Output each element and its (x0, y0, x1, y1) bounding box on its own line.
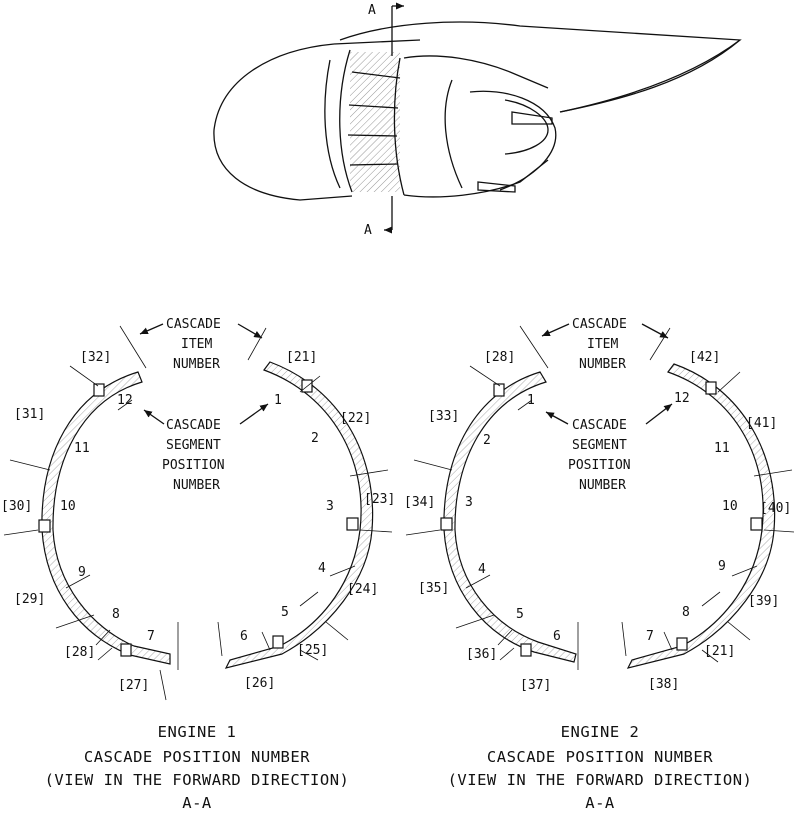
e1-item-21: [21] (286, 350, 317, 365)
e1-item-25: [25] (297, 643, 328, 658)
e1-caption-engine: ENGINE 1 (158, 723, 237, 741)
engine1-item-numbers: [21] [22] [23] [24] [25] [26] [27] [28] … (1, 350, 395, 693)
e2-cascade-item-label-2: ITEM (587, 337, 618, 352)
e1-pos-12: 12 (117, 393, 133, 408)
e1-caption-view: (VIEW IN THE FORWARD DIRECTION) (45, 771, 350, 789)
e2-caption-section: A-A (585, 794, 615, 812)
e2-pos-2: 2 (483, 433, 491, 448)
e1-pos-4: 4 (318, 561, 326, 576)
e1-cascade-segment-label-3: POSITION (162, 458, 225, 473)
engine1-caption: ENGINE 1 CASCADE POSITION NUMBER (VIEW I… (45, 723, 350, 812)
e1-pos-11: 11 (74, 441, 90, 456)
e2-pos-8: 8 (682, 605, 690, 620)
e2-item-36: [36] (466, 647, 497, 662)
e2-item-33: [33] (428, 409, 459, 424)
e2-pos-5: 5 (516, 607, 524, 622)
e1-pos-1: 1 (274, 393, 282, 408)
e1-item-27: [27] (118, 678, 149, 693)
e2-caption-engine: ENGINE 2 (561, 723, 640, 741)
e1-pos-3: 3 (326, 499, 334, 514)
e2-item-39: [39] (748, 594, 779, 609)
e1-pos-10: 10 (60, 499, 76, 514)
e1-cascade-item-label-1: CASCADE (166, 317, 221, 332)
e2-caption-view: (VIEW IN THE FORWARD DIRECTION) (448, 771, 753, 789)
e2-caption-title: CASCADE POSITION NUMBER (487, 748, 713, 766)
section-marker-top: A (368, 3, 376, 18)
engine1-position-numbers: 1 2 3 4 5 6 7 8 9 10 11 12 (60, 393, 334, 644)
engine2-caption: ENGINE 2 CASCADE POSITION NUMBER (VIEW I… (448, 723, 753, 812)
e1-cascade-item-label-2: ITEM (181, 337, 212, 352)
engine2-position-numbers: 1 2 3 4 5 6 7 8 9 10 11 12 (465, 391, 738, 644)
e1-item-22: [22] (340, 411, 371, 426)
engine2-callouts: CASCADE ITEM NUMBER CASCADE SEGMENT POSI… (541, 317, 673, 493)
e1-pos-6: 6 (240, 629, 248, 644)
e2-cascade-segment-label-1: CASCADE (572, 418, 627, 433)
e2-pos-7: 7 (646, 629, 654, 644)
e1-cascade-segment-label-1: CASCADE (166, 418, 221, 433)
e1-pos-5: 5 (281, 605, 289, 620)
e1-item-24: [24] (347, 582, 378, 597)
e2-item-35: [35] (418, 581, 449, 596)
e2-cascade-segment-label-2: SEGMENT (572, 438, 627, 453)
e2-pos-6: 6 (553, 629, 561, 644)
e2-item-42: [42] (689, 350, 720, 365)
e1-item-26: [26] (244, 676, 275, 691)
e2-pos-10: 10 (722, 499, 738, 514)
e1-pos-8: 8 (112, 607, 120, 622)
e1-item-28: [28] (64, 645, 95, 660)
e2-pos-12: 12 (674, 391, 690, 406)
e1-pos-2: 2 (311, 431, 319, 446)
engine1-callouts: CASCADE ITEM NUMBER CASCADE SEGMENT POSI… (139, 317, 269, 493)
e2-pos-1: 1 (527, 393, 535, 408)
section-marker-bottom: A (364, 223, 372, 238)
e2-item-38: [38] (648, 677, 679, 692)
e1-cascade-segment-label-4: NUMBER (173, 478, 220, 493)
e2-item-41: [41] (746, 416, 777, 431)
e1-cascade-segment-label-2: SEGMENT (166, 438, 221, 453)
e2-item-37: [37] (520, 678, 551, 693)
e1-item-23: [23] (364, 492, 395, 507)
e1-item-29: [29] (14, 592, 45, 607)
e2-item-34: [34] (404, 495, 435, 510)
e2-item-28: [28] (484, 350, 515, 365)
e2-pos-11: 11 (714, 441, 730, 456)
e1-pos-7: 7 (147, 629, 155, 644)
engine-nacelle-illustration: A A (213, 2, 742, 238)
e2-cascade-item-label-3: NUMBER (579, 357, 626, 372)
engine1-ring (3, 325, 393, 701)
e1-item-32: [32] (80, 350, 111, 365)
engine2-item-numbers: [28] [33] [34] [35] [36] [37] [38] [21] … (404, 350, 791, 693)
e1-pos-9: 9 (78, 565, 86, 580)
e1-caption-section: A-A (182, 794, 212, 812)
e1-item-30: [30] (1, 499, 32, 514)
e2-cascade-item-label-1: CASCADE (572, 317, 627, 332)
e2-cascade-segment-label-3: POSITION (568, 458, 631, 473)
e2-cascade-segment-label-4: NUMBER (579, 478, 626, 493)
e2-item-21: [21] (704, 644, 735, 659)
e2-pos-3: 3 (465, 495, 473, 510)
e1-item-31: [31] (14, 407, 45, 422)
e1-caption-title: CASCADE POSITION NUMBER (84, 748, 310, 766)
e2-item-40: [40] (760, 501, 791, 516)
e2-pos-4: 4 (478, 562, 486, 577)
e2-pos-9: 9 (718, 559, 726, 574)
engine2-ring (405, 325, 795, 670)
e1-cascade-item-label-3: NUMBER (173, 357, 220, 372)
